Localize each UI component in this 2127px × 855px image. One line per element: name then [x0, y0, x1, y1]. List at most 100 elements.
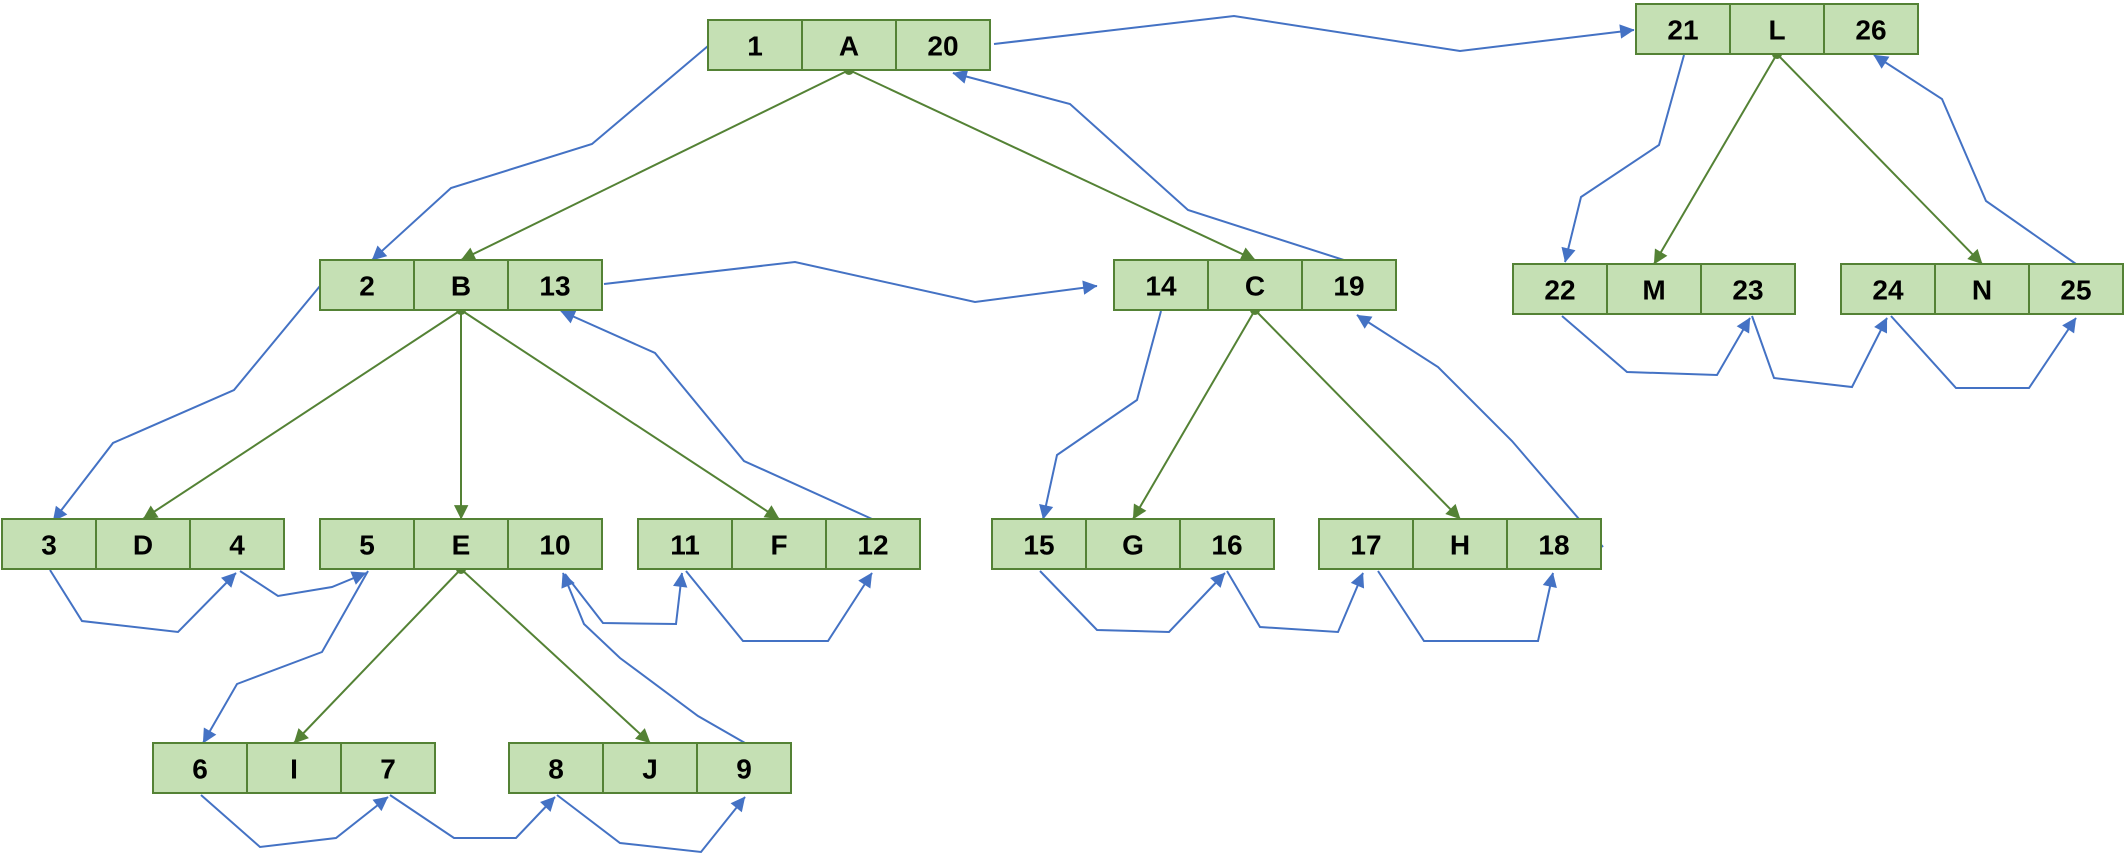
node-E-label: E	[452, 530, 471, 561]
node-F-label: F	[770, 530, 787, 561]
traversal-edge-19-20	[952, 69, 1351, 263]
tree-edge-E-J	[460, 568, 651, 744]
node-A-label: A	[839, 31, 859, 62]
traversal-edge-20-21	[993, 14, 1635, 53]
traversal-edge-7-8	[389, 794, 556, 839]
node-H-discovery-time: 17	[1350, 530, 1381, 561]
traversal-edge-8-9	[556, 794, 746, 854]
node-D-discovery-time-cell	[1, 518, 97, 570]
node-J-label-cell	[602, 742, 698, 794]
node-C-discovery-time-cell	[1113, 259, 1209, 311]
node-G-finish-time: 16	[1211, 530, 1242, 561]
traversal-edge-6-7	[200, 794, 389, 849]
node-F-discovery-time-cell	[637, 518, 733, 570]
node-F-finish-time: 12	[857, 530, 888, 561]
traversal-edge-18-19	[1356, 314, 1604, 548]
tree-edge-E-I	[293, 568, 462, 744]
node-B-finish-time-cell	[507, 259, 603, 311]
node-N-finish-time-cell	[2028, 263, 2124, 315]
node-M-label: M	[1642, 275, 1665, 306]
node-M-discovery-time-cell	[1512, 263, 1608, 315]
node-D-label: D	[133, 530, 153, 561]
node-C-label: C	[1245, 271, 1265, 302]
node-C-finish-time-cell	[1301, 259, 1397, 311]
node-F-discovery-time: 11	[670, 530, 700, 561]
traversal-edge-3-4	[49, 569, 237, 634]
traversal-edge-21-22	[1561, 54, 1685, 263]
node-E-discovery-time-cell	[319, 518, 415, 570]
traversal-edge-9-10	[561, 572, 746, 744]
node-N-label: N	[1972, 275, 1992, 306]
tree-edges	[142, 49, 1983, 744]
node-D-finish-time-cell	[189, 518, 285, 570]
traversal-edge-2-3	[52, 285, 321, 522]
node-N-discovery-time: 24	[1872, 275, 1904, 306]
node-I-label-cell	[246, 742, 342, 794]
tree-edge-B-D	[142, 309, 462, 520]
traversal-edge-5-6	[202, 570, 369, 744]
node-N-finish-time: 25	[2060, 275, 2091, 306]
node-C-finish-time: 19	[1333, 271, 1364, 302]
node-L-label: L	[1768, 15, 1785, 46]
traversal-edge-24-25	[1890, 315, 2077, 389]
tree-edge-L-N	[1776, 53, 1983, 265]
node-B-label-cell	[413, 259, 509, 311]
node-A-finish-time-cell	[895, 19, 991, 71]
node-L-discovery-time: 21	[1667, 15, 1698, 46]
node-H-label-cell	[1412, 518, 1508, 570]
node-M-finish-time: 23	[1732, 275, 1763, 306]
traversal-edge-12-13	[560, 310, 873, 520]
tree-edge-L-M	[1653, 53, 1778, 265]
traversal-edge-17-18	[1377, 570, 1557, 642]
node-F-label-cell	[731, 518, 827, 570]
node-M-finish-time-cell	[1700, 263, 1796, 315]
node-J-finish-time-cell	[696, 742, 792, 794]
node-J-discovery-time: 8	[548, 754, 564, 785]
traversal-edge-15-16	[1039, 570, 1226, 634]
node-L-finish-time: 26	[1855, 15, 1886, 46]
traversal-edge-11-12	[685, 570, 873, 642]
traversal-edge-1-2	[371, 45, 709, 261]
node-I-finish-time-cell	[340, 742, 436, 794]
tree-edge-C-H	[1254, 309, 1461, 520]
node-I-finish-time: 7	[380, 754, 396, 785]
node-B-discovery-time-cell	[319, 259, 415, 311]
node-F-finish-time-cell	[825, 518, 921, 570]
node-D-label-cell	[95, 518, 191, 570]
node-A-discovery-time: 1	[747, 31, 763, 62]
node-J-label: J	[642, 754, 658, 785]
node-B-finish-time: 13	[539, 271, 570, 302]
node-E-finish-time-cell	[507, 518, 603, 570]
node-D-finish-time: 4	[229, 530, 245, 561]
traversal-edges	[49, 14, 2077, 854]
node-I-discovery-time: 6	[192, 754, 208, 785]
node-N: 24 N 25	[1840, 263, 2124, 315]
tree-edge-C-G	[1132, 309, 1256, 520]
traversal-edge-25-26	[1873, 54, 2077, 265]
node-F: 11 F 12	[637, 518, 921, 570]
node-N-discovery-time-cell	[1840, 263, 1936, 315]
node-B-label: B	[451, 271, 471, 302]
traversal-edge-14-15	[1039, 310, 1162, 520]
node-H-finish-time-cell	[1506, 518, 1602, 570]
node-H-label: H	[1450, 530, 1470, 561]
node-G-discovery-time: 15	[1023, 530, 1054, 561]
traversal-edge-23-24	[1751, 315, 1888, 389]
node-C-discovery-time: 14	[1145, 271, 1177, 302]
node-L-label-cell	[1729, 3, 1825, 55]
traversal-edge-22-23	[1561, 315, 1751, 377]
node-H-discovery-time-cell	[1318, 518, 1414, 570]
node-I-discovery-time-cell	[152, 742, 248, 794]
node-L-discovery-time-cell	[1635, 3, 1731, 55]
node-J-discovery-time-cell	[508, 742, 604, 794]
